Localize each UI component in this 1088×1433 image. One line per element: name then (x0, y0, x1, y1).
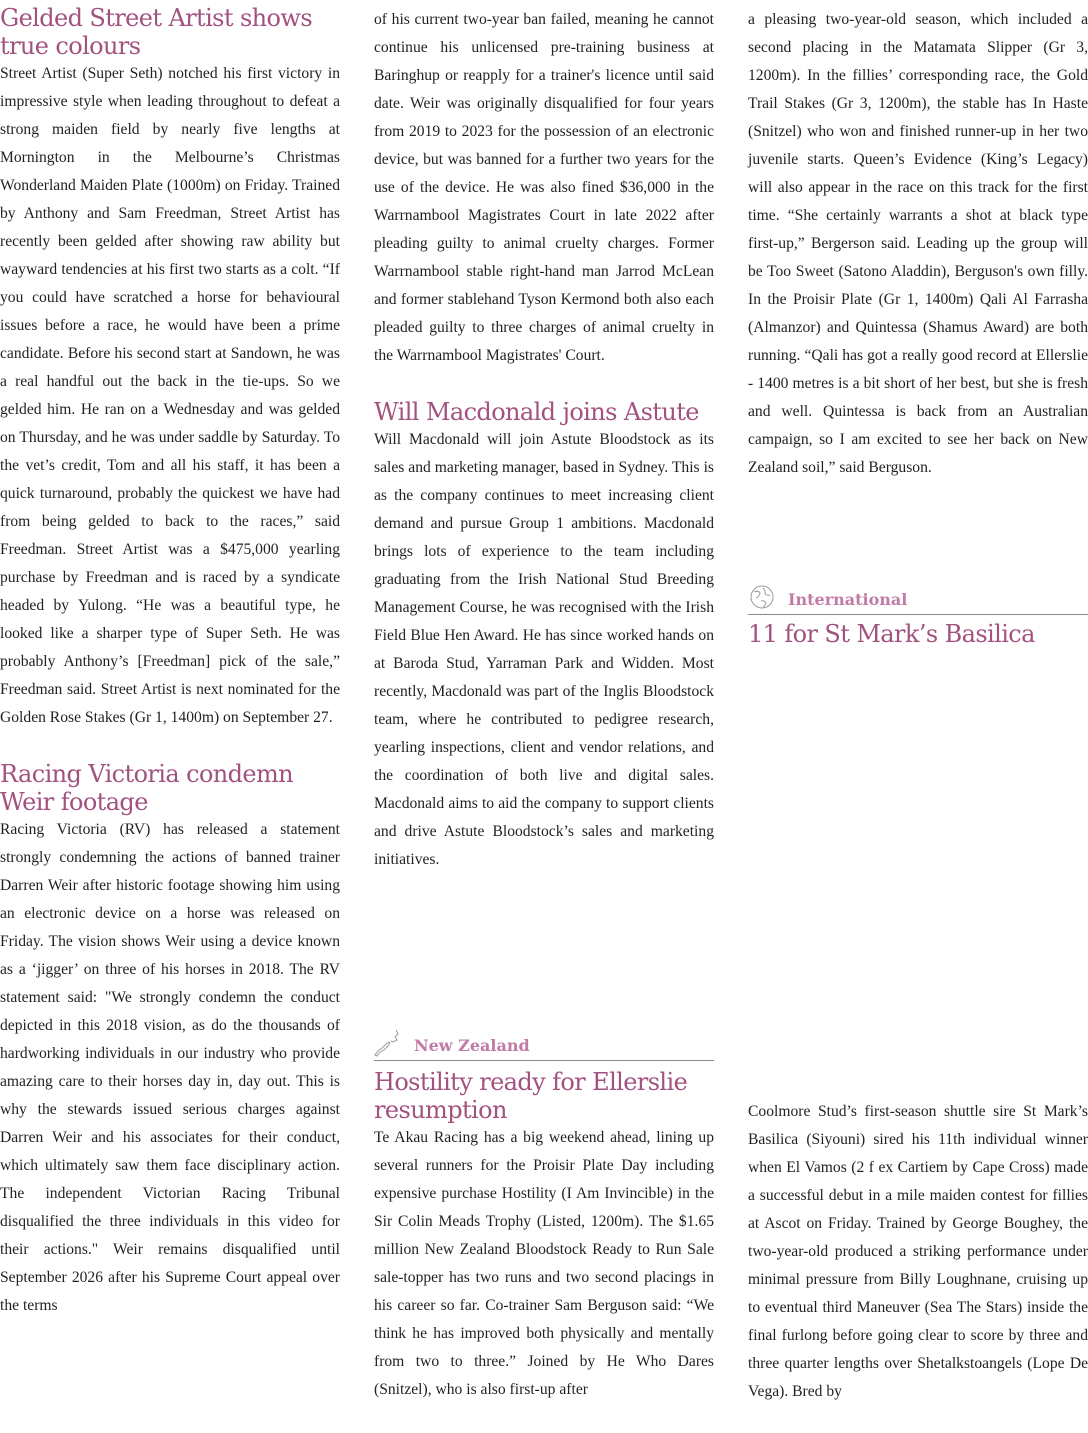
article-body-will-macdonald: Will Macdonald will join Astute Bloodsto… (374, 431, 714, 868)
column-3-basilica-title: 11 for St Mark’s Basilica (748, 620, 1088, 648)
headline-gelded-street-artist: Gelded Street Artist shows true colours (0, 4, 313, 60)
headline-st-marks-basilica: 11 for St Mark’s Basilica (748, 620, 1035, 648)
headline-will-macdonald: Will Macdonald joins Astute (374, 398, 699, 426)
article-body-racing-victoria-continued: of his current two-year ban failed, mean… (374, 11, 714, 364)
nz-map-icon (374, 1028, 402, 1063)
column-2-lower: Hostility ready for Ellerslie resumption… (374, 1068, 714, 1404)
article-body-hostility: Te Akau Racing has a big weekend ahead, … (374, 1129, 714, 1398)
article-body-st-marks-basilica: Coolmore Stud’s first-season shuttle sir… (748, 1103, 1088, 1400)
column-3-basilica-body: Coolmore Stud’s first-season shuttle sir… (748, 1098, 1088, 1406)
headline-racing-victoria: Racing Victoria condemn Weir footage (0, 760, 294, 816)
section-label-text: New Zealand (414, 1035, 530, 1055)
section-label-new-zealand: New Zealand (374, 1028, 714, 1063)
article-body-racing-victoria: Racing Victoria (RV) has released a stat… (0, 821, 340, 1314)
column-3: a pleasing two-year-old season, which in… (748, 0, 1088, 482)
article-body-hostility-continued: a pleasing two-year-old season, which in… (748, 11, 1088, 476)
headline-hostility: Hostility ready for Ellerslie resumption (374, 1068, 688, 1124)
article-body-gelded-street-artist: Street Artist (Super Seth) notched his f… (0, 65, 340, 726)
globe-icon (748, 583, 776, 616)
section-label-international: International (748, 584, 1088, 615)
column-1: Gelded Street Artist shows true colours … (0, 0, 340, 1320)
column-2: of his current two-year ban failed, mean… (374, 0, 714, 874)
section-label-text: International (788, 589, 908, 609)
